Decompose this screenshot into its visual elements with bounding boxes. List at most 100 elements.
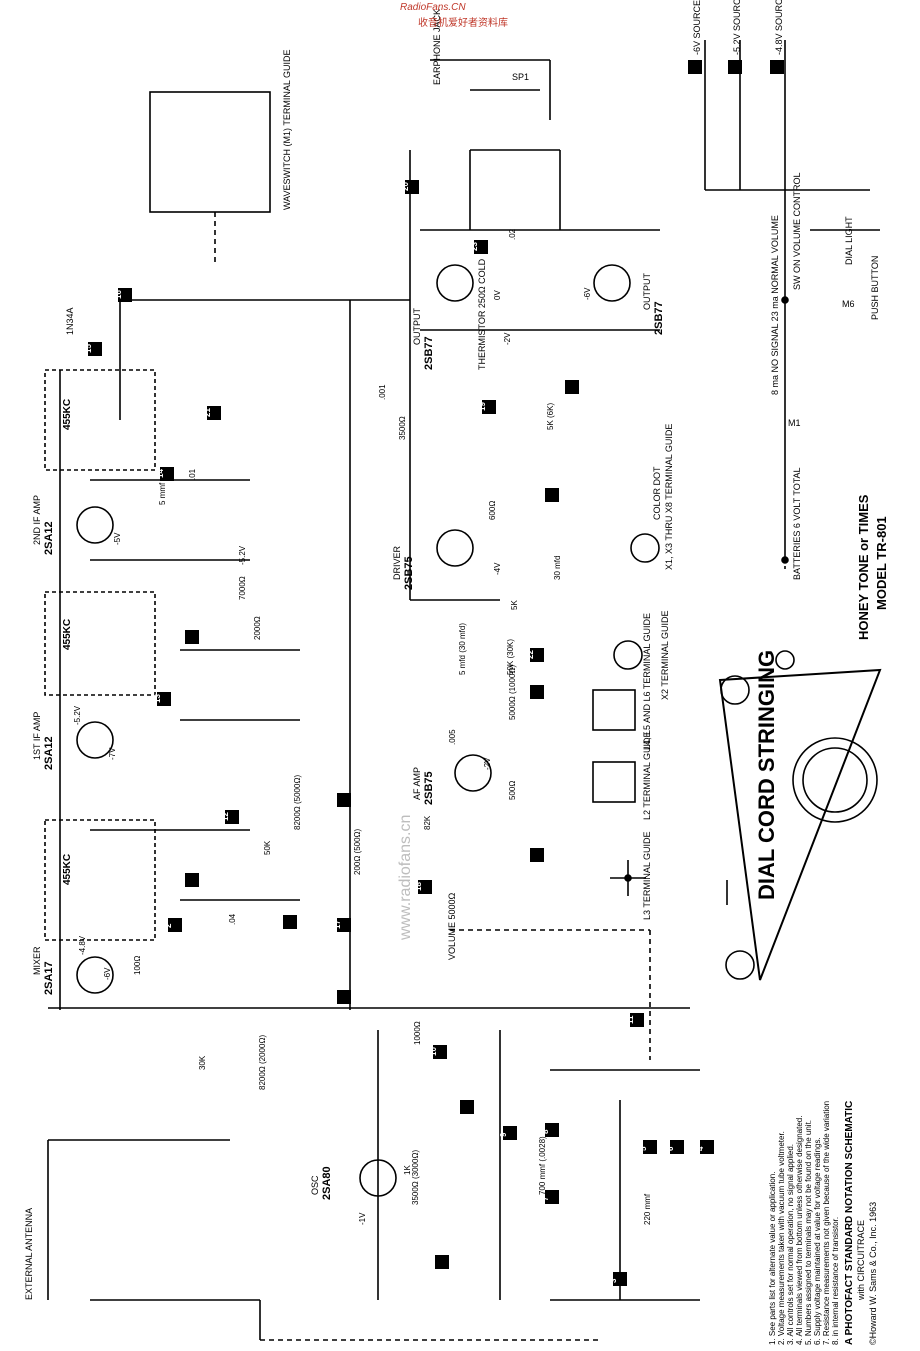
label-if-can-1: 455KC (62, 399, 73, 430)
label-battery: BATTERIES 6 VOLT TOTAL (792, 467, 802, 580)
label-if2: 2ND IF AMP (32, 495, 42, 545)
title-brand: HONEY TONE or TIMES (856, 494, 871, 640)
marker-number: 23 (470, 242, 479, 251)
label-if1: 1ST IF AMP (32, 712, 42, 760)
component-value: 8200Ω (5000Ω) (293, 775, 302, 830)
marker-number: 21 (203, 408, 212, 417)
label-l2-guide: L2 TERMINAL GUIDE (642, 731, 652, 820)
footer-with: with CIRCUITRACE (856, 1220, 866, 1301)
voltage-label: -2V (483, 757, 492, 770)
marker-number: 19 (478, 402, 487, 411)
component-value: 5 mmf (158, 482, 167, 505)
marker-number: 9 (499, 1132, 508, 1137)
label-x-guide: X1, X3 THRU X8 TERMINAL GUIDE (664, 424, 674, 570)
label-source-21: -4.8V SOURCE (774, 0, 784, 55)
marker-number: 20 (401, 182, 410, 191)
marker-number: 1 (114, 994, 123, 999)
marker-number: 10 (429, 1047, 438, 1056)
label-out1: OUTPUT (412, 308, 422, 346)
component-value: .001 (378, 384, 387, 400)
footer-note-3: 3. All controls set for normal operation… (786, 1144, 795, 1345)
marker-number: 6 (666, 1146, 675, 1151)
component-value: .005 (448, 729, 457, 745)
marker-number: 14 (156, 469, 165, 478)
marker-number: 11 (626, 1015, 635, 1024)
label-out2-type: 2SB77 (653, 301, 665, 335)
label-out2: OUTPUT (642, 273, 652, 311)
label-source-23: -6V SOURCE (692, 0, 702, 55)
label-driver: DRIVER (392, 545, 402, 580)
voltage-label: -6V (103, 967, 112, 980)
marker-number: 5 (639, 1146, 648, 1151)
footer-note-6: 6. Supply voltage maintained at value fo… (813, 1137, 822, 1345)
marker-number: 22 (526, 650, 535, 659)
title-model: MODEL TR-801 (874, 516, 889, 610)
footer-note-1: 1. See parts list for alternate value or… (768, 1172, 777, 1345)
voltage-label: -5.2V (238, 545, 247, 565)
watermark-site: RadioFans.CN (400, 2, 466, 13)
label-l3-guide: L3 TERMINAL GUIDE (642, 831, 652, 920)
footer-note-4: 4. All terminals viewed from bottom unle… (795, 1116, 804, 1345)
label-diode: 1N34A (65, 307, 75, 335)
component-value: 1K (403, 1165, 412, 1175)
label-mixer: MIXER (32, 946, 42, 975)
marker-number: 18 (414, 882, 423, 891)
marker-number: 16 (114, 290, 123, 299)
component-value: 3500Ω (398, 416, 407, 440)
voltage-label: -5V (113, 532, 122, 545)
footer-note-5: 5. Numbers assigned to terminals may not… (804, 1120, 813, 1345)
voltage-label: -6V (583, 287, 592, 300)
component-value: 50K (263, 840, 272, 855)
label-l456-guide: L4, L5 AND L6 TERMINAL GUIDE (642, 613, 652, 750)
component-value: 30K (198, 1055, 207, 1070)
component-value: 30 mfd (553, 556, 562, 580)
label-if-can-3: 455KC (62, 854, 73, 885)
component-value: 200Ω (500Ω) (353, 828, 362, 875)
marker-number: 7 (541, 1196, 550, 1201)
mid-watermark: www.radiofans.cn (397, 815, 414, 941)
marker-number: 13 (153, 694, 162, 703)
component-value: 220 mmf (643, 1193, 652, 1225)
label-if1-type: 2SA12 (43, 736, 55, 770)
component-value: 50K (30K) (506, 639, 515, 675)
label-sp1: SP1 (512, 72, 529, 82)
label-m1: M1 (788, 418, 801, 428)
component-value: 5000Ω (1000Ω) (508, 665, 517, 720)
watermark-subtitle: 收音机爱好者资料库 (418, 18, 508, 29)
label-driver-type: 2SB75 (403, 556, 415, 590)
voltage-label: -7V (108, 747, 117, 760)
component-value: .01 (188, 468, 197, 480)
component-value: 5K (6K) (546, 403, 555, 430)
marker-number: 4 (696, 1146, 705, 1151)
label-dial-light: DIAL LIGHT (844, 216, 854, 265)
component-value: .04 (228, 913, 237, 925)
component-value: 100Ω (133, 956, 142, 975)
footer-note-8: 8. in internal resistance of transistor. (831, 1217, 840, 1345)
footer-note-2: 2. Voltage measurements taken with vacuu… (777, 1131, 786, 1345)
label-af-type: 2SB75 (423, 771, 435, 805)
label-out1-type: 2SB77 (423, 336, 435, 370)
label-color-dot: COLOR DOT (652, 466, 662, 520)
label-if-can-2: 455KC (62, 619, 73, 650)
label-if2-type: 2SA12 (43, 521, 55, 555)
marker-number: 3 (609, 1278, 618, 1283)
voltage-label: -5.2V (73, 705, 82, 725)
voltage-label: -2V (503, 332, 512, 345)
label-osc-type: 2SA80 (321, 1166, 333, 1200)
label-antenna: EXTERNAL ANTENNA (24, 1208, 34, 1300)
component-value: 7000Ω (238, 576, 247, 600)
label-mixer-type: 2SA17 (43, 961, 55, 995)
component-value: 3500Ω (3000Ω) (411, 1150, 420, 1205)
component-value: 700 mmf (.0028) (538, 1136, 547, 1195)
component-value: 5 mfd (30 mfd) (458, 623, 467, 675)
component-value: 1000Ω (413, 1021, 422, 1045)
label-x2-guide: X2 TERMINAL GUIDE (660, 610, 670, 700)
label-earphone: EARPHONE JACK (432, 9, 442, 85)
component-value: 500Ω (508, 781, 517, 800)
component-value: 82K (423, 815, 432, 830)
label-volume: VOLUME 5000Ω (447, 892, 457, 960)
marker-number: 15 (84, 344, 93, 353)
label-switch-guide: WAVESWITCH (M1) TERMINAL GUIDE (282, 49, 292, 210)
footer-photofact: A PHOTOFACT STANDARD NOTATION SCHEMATIC (844, 1101, 855, 1345)
